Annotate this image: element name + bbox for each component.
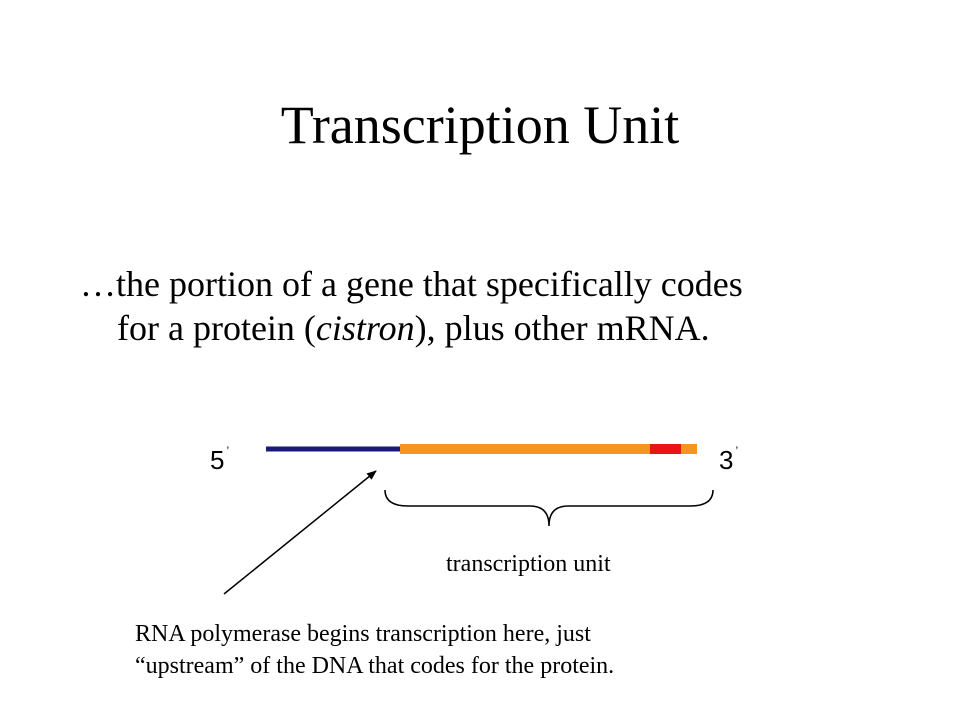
transcription-unit-label: transcription unit — [446, 551, 611, 577]
three-prime-mark: ’ — [735, 444, 739, 458]
definition-line-2: for a protein (cistron), plus other mRNA… — [80, 306, 940, 350]
polymerase-start-arrow — [223, 470, 377, 595]
slide-title: Transcription Unit — [280, 95, 680, 155]
three-prime-end-label: 3’ — [719, 436, 738, 475]
definition-line-1: …the portion of a gene that specifically… — [80, 264, 743, 304]
polymerase-note: RNA polymerase begins transcription here… — [135, 618, 614, 682]
definition-line-2-start: for a protein ( — [117, 308, 316, 348]
five-prime-end-label: 5’ — [210, 436, 229, 475]
three-prime-number: 3 — [719, 445, 734, 475]
transcription-unit-brace — [384, 489, 714, 527]
five-prime-number: 5 — [210, 445, 225, 475]
cistron-term: cistron — [315, 308, 415, 348]
five-prime-mark: ’ — [226, 444, 230, 458]
definition-text: …the portion of a gene that specifically… — [80, 262, 940, 350]
polymerase-note-line-1: RNA polymerase begins transcription here… — [135, 621, 591, 647]
definition-line-2-end: ), plus other mRNA. — [414, 308, 710, 348]
polymerase-note-line-2: “upstream” of the DNA that codes for the… — [135, 653, 615, 679]
